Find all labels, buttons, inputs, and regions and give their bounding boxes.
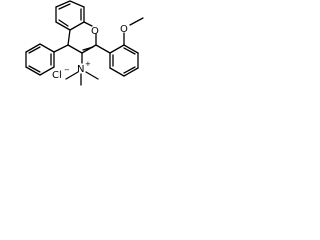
bond [39,43,55,53]
chloride-label: Cl [52,70,62,81]
double-bond [28,65,41,73]
bond [55,21,71,31]
nitrogen-charge: + [85,60,91,68]
bond [95,44,111,54]
chemical-structure-diagram: O O N + [25,0,144,86]
bond [81,44,97,54]
bond [109,44,125,54]
bond [69,21,85,31]
bond [83,21,93,27]
double-bond [123,66,136,74]
bond [69,0,85,8]
pyran-ring [67,21,97,54]
phenyl-ring [25,43,69,76]
methyl-bond [65,71,79,80]
methyl-bond [129,17,144,26]
bond [55,0,71,8]
methoxy-oxygen-label: O [120,24,128,35]
bond [109,67,125,77]
double-bond [28,46,41,54]
bond [123,44,139,54]
bond [39,66,55,76]
double-bond [123,47,136,55]
double-bond [58,3,71,10]
methoxyphenyl-ring [95,17,144,77]
ring-oxygen-label: O [91,26,99,37]
nitrogen-label: N [77,64,84,75]
bond [25,66,41,76]
trimethylammonium-group [65,52,99,86]
methyl-bond [85,71,99,80]
bond [25,43,41,53]
double-bond [58,19,69,27]
bond [67,44,83,54]
benzo-ring [55,0,85,31]
bond [53,44,69,53]
chloride-charge: − [64,66,70,74]
double-bond [82,46,94,51]
bond [67,29,71,46]
bond [123,67,139,77]
